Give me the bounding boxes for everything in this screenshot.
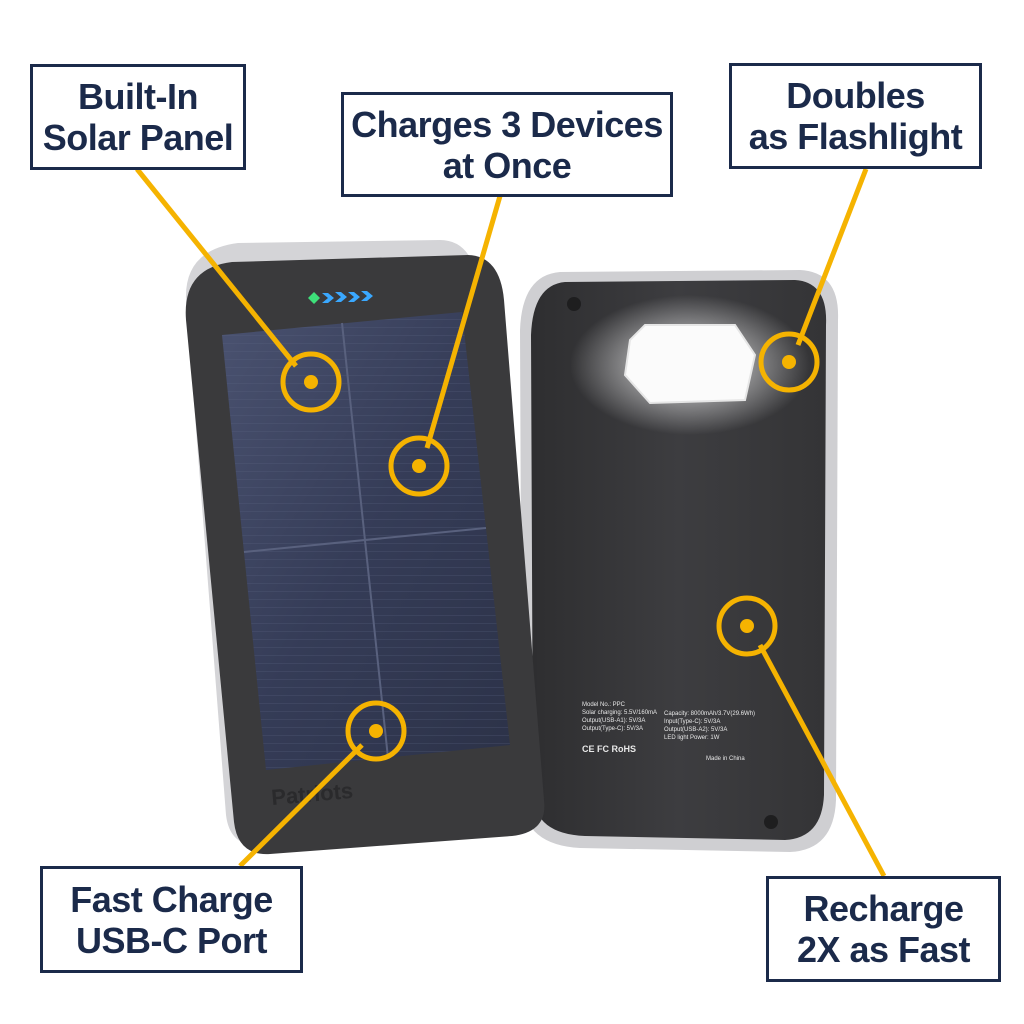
callout-solar-panel: Built-In Solar Panel (30, 64, 246, 170)
spec-label: Model No.: PPC Solar charging: 5.5V/160m… (582, 702, 755, 762)
callout-ring-charges (388, 435, 450, 497)
callout-recharge-line1: Recharge (803, 888, 964, 929)
spec-left-2: Solar charging: 5.5V/160mA (582, 710, 657, 716)
callout-solar-line1: Built-In (78, 76, 198, 117)
screw-hole (764, 815, 778, 829)
front-device: Patriots (185, 240, 545, 855)
led-blue-icon (361, 291, 373, 301)
callout-flash-line2: as Flashlight (748, 116, 963, 157)
callout-flash-line1: Doubles (786, 75, 925, 116)
callout-markers (135, 167, 887, 878)
callout-charges-devices: Charges 3 Devices at Once (341, 92, 673, 197)
made-in-label: Made in China (706, 756, 745, 762)
led-green-icon (308, 292, 320, 304)
led-blue-icon (335, 292, 347, 302)
battery-indicator (308, 291, 373, 304)
callout-charges-line1: Charges 3 Devices (351, 103, 663, 145)
callout-fast-line1: Fast Charge (70, 878, 273, 920)
callout-recharge: Recharge 2X as Fast (766, 876, 1001, 982)
callout-solar-line2: Solar Panel (42, 117, 234, 158)
spec-right-4: LED light Power: 1W (664, 735, 720, 741)
callout-ring-fast (345, 700, 407, 762)
callout-flashlight: Doubles as Flashlight (729, 63, 982, 169)
spec-left-4: Output(Type-C): 5V/3A (582, 726, 643, 732)
spec-left-1: Model No.: PPC (582, 702, 626, 708)
callout-line-recharge (757, 643, 887, 878)
spec-right-2: Input(Type-C): 5V/3A (664, 719, 720, 725)
callout-ring-solar (280, 351, 342, 413)
led-blue-icon (348, 292, 360, 302)
callout-ring-recharge (716, 595, 778, 657)
spec-right-1: Capacity: 8000mAh/3.7V(29.6Wh) (664, 711, 755, 717)
callout-line-charges (424, 195, 503, 449)
back-device: Model No.: PPC Solar charging: 5.5V/160m… (520, 270, 839, 852)
spec-right-3: Output(USB-A2): 5V/3A (664, 727, 727, 733)
callout-fast-line2: USB-C Port (76, 919, 268, 961)
led-blue-icon (322, 293, 334, 303)
callout-line-fast (238, 743, 364, 868)
callout-ring-flash (758, 331, 820, 393)
flashlight-lens (623, 324, 757, 405)
spec-left-3: Output(USB-A1): 5V/3A (582, 718, 645, 724)
callout-dots (304, 355, 796, 738)
callout-line-flash (795, 168, 869, 346)
callout-recharge-line2: 2X as Fast (796, 929, 971, 970)
screw-hole (567, 297, 581, 311)
callout-charges-line2: at Once (442, 144, 572, 186)
callout-fast-charge: Fast Charge USB-C Port (40, 866, 303, 973)
cert-marks: CE FC RoHS (582, 744, 636, 754)
callout-line-solar (135, 167, 298, 368)
